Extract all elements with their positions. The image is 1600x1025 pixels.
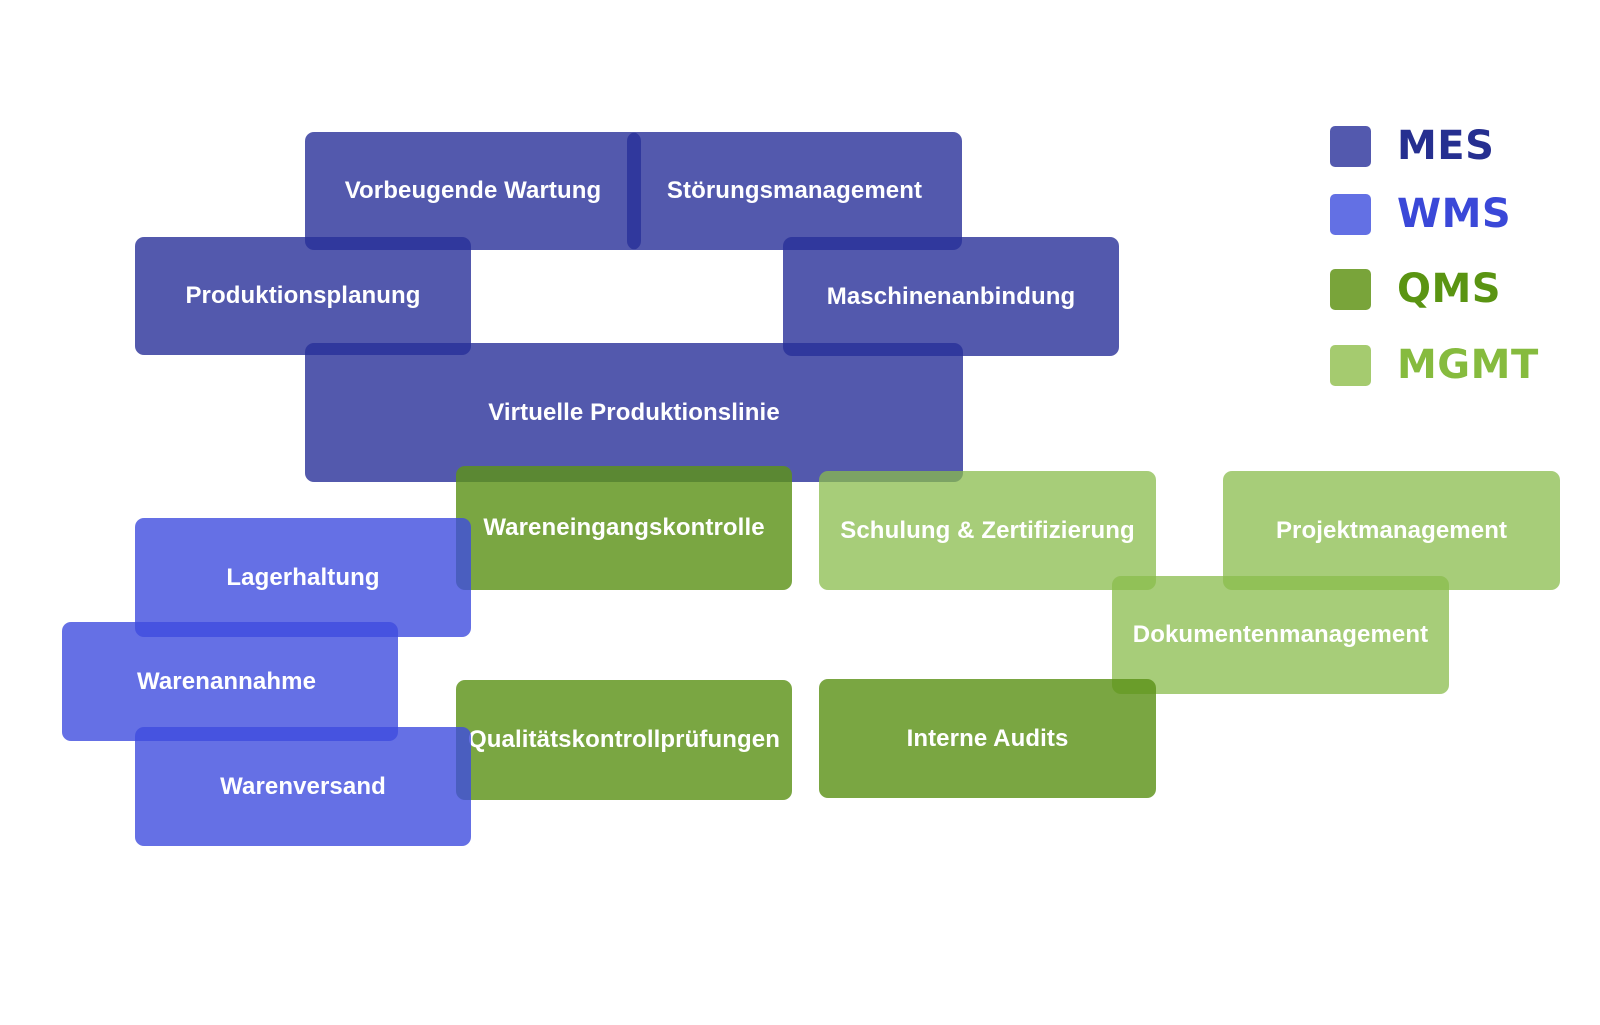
module-lagerhaltung: Lagerhaltung bbox=[135, 518, 471, 637]
legend-swatch-wms bbox=[1330, 193, 1371, 235]
module-schulung-zertifizierung: Schulung & Zertifizierung bbox=[819, 471, 1156, 590]
module-label: Virtuelle Produktionslinie bbox=[488, 398, 780, 426]
legend-item-mgmt: MGMT bbox=[1330, 342, 1539, 388]
module-projektmanagement: Projektmanagement bbox=[1223, 471, 1560, 590]
legend-label-mes: MES bbox=[1397, 123, 1495, 169]
module-vorbeugende-wartung: Vorbeugende Wartung bbox=[305, 132, 641, 250]
module-label: Dokumentenmanagement bbox=[1132, 621, 1429, 648]
module-produktionsplanung: Produktionsplanung bbox=[135, 237, 471, 355]
module-label: Warenannahme bbox=[137, 667, 317, 695]
module-virtuelle-produktionslinie: Virtuelle Produktionslinie bbox=[305, 343, 963, 482]
module-label: Qualitätskontrollprüfungen bbox=[468, 726, 780, 753]
legend-swatch-mes bbox=[1330, 125, 1371, 167]
legend-swatch-mgmt bbox=[1330, 344, 1371, 386]
legend-item-qms: QMS bbox=[1330, 266, 1501, 312]
module-label: Vorbeugende Wartung bbox=[344, 177, 602, 204]
module-wareneingangskontrolle: Wareneingangskontrolle bbox=[456, 466, 792, 590]
legend-label-qms: QMS bbox=[1397, 266, 1502, 312]
legend-label-mgmt: MGMT bbox=[1397, 342, 1539, 388]
module-label: Wareneingangskontrolle bbox=[483, 514, 765, 541]
legend-item-mes: MES bbox=[1330, 123, 1494, 169]
module-label: Projektmanagement bbox=[1275, 516, 1508, 544]
legend-item-wms: WMS bbox=[1330, 191, 1511, 237]
legend-label-wms: WMS bbox=[1397, 191, 1512, 237]
module-interne-audits: Interne Audits bbox=[819, 679, 1156, 798]
module-qualitaetskontrollpruefungen: Qualitätskontrollprüfungen bbox=[456, 680, 792, 800]
module-label: Interne Audits bbox=[906, 724, 1069, 752]
module-stoerungsmanagement: Störungsmanagement bbox=[627, 132, 962, 250]
module-label: Warenversand bbox=[220, 772, 386, 800]
module-label: Maschinenanbindung bbox=[826, 282, 1076, 310]
module-label: Störungsmanagement bbox=[666, 177, 923, 204]
module-warenversand: Warenversand bbox=[135, 727, 471, 846]
legend-swatch-qms bbox=[1330, 268, 1371, 310]
module-label: Lagerhaltung bbox=[226, 563, 380, 591]
module-maschinenanbindung: Maschinenanbindung bbox=[783, 237, 1119, 356]
module-label: Schulung & Zertifizierung bbox=[840, 516, 1135, 544]
module-label: Produktionsplanung bbox=[185, 282, 421, 309]
module-warenannahme: Warenannahme bbox=[62, 622, 398, 741]
module-dokumentenmanagement: Dokumentenmanagement bbox=[1112, 576, 1449, 694]
